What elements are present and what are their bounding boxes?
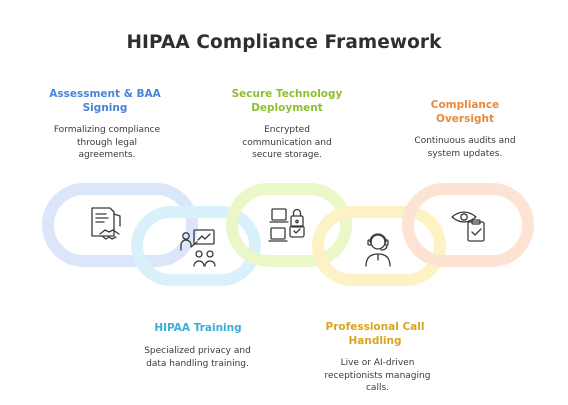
chain-link-1 [42, 183, 198, 267]
step-1-desc-line-2: through legal [77, 137, 137, 148]
step-1-description: Formalizing compliance through legal agr… [37, 124, 177, 162]
step-2-desc-line-1: Specialized privacy and [144, 346, 251, 356]
eye-checklist-icon [451, 211, 485, 242]
step-4-title-line-2: Handling [348, 335, 402, 347]
step-3-title-line-2: Deployment [251, 102, 323, 114]
step-4-title-line-1: Professional Call [325, 321, 425, 333]
chain-link-5 [402, 183, 534, 267]
presenter-audience-icon [180, 229, 216, 267]
step-1-desc-line-1: Formalizing compliance [53, 125, 161, 135]
step-4-desc-line-3: calls. [365, 383, 389, 393]
document-handshake-icon [91, 207, 121, 240]
step-1-title: Assessment & BAA Signing [30, 87, 180, 115]
step-4-desc-line-2: receptionists managing [324, 370, 431, 381]
step-4-desc-line-1: Live or AI-driven [340, 358, 415, 368]
step-5-title-line-1: Compliance [430, 99, 500, 111]
step-5-description: Continuous audits and system updates. [395, 135, 535, 160]
step-1-title-line-1: Assessment & BAA [49, 88, 161, 100]
step-5-desc-line-1: Continuous audits and [414, 136, 516, 146]
page-title: HIPAA Compliance Framework [126, 32, 442, 53]
step-3-desc-line-2: communication and [242, 137, 332, 148]
chain-link-4 [312, 206, 446, 286]
step-3-desc-line-3: secure storage. [252, 150, 322, 160]
step-4-title: Professional Call Handling [300, 320, 450, 348]
step-3-description: Encrypted communication and secure stora… [217, 124, 357, 162]
step-5-title-line-2: Oversight [436, 113, 494, 125]
secure-devices-icon [268, 208, 305, 242]
receptionist-headset-icon [365, 233, 391, 267]
step-1-title-line-2: Signing [82, 102, 128, 114]
step-2-description: Specialized privacy and data handling tr… [125, 345, 270, 370]
step-2-desc-line-2: data handling training. [146, 358, 249, 369]
step-2-title: HIPAA Training [123, 321, 273, 335]
step-3-title-line-1: Secure Technology [231, 88, 343, 100]
step-4-description: Live or AI-driven receptionists managing… [305, 357, 450, 395]
chain-link-3 [226, 183, 352, 267]
step-3-desc-line-1: Encrypted [264, 125, 310, 135]
step-1-desc-line-3: agreements. [78, 150, 136, 160]
step-2-title-line-1: HIPAA Training [154, 322, 242, 334]
step-3-title: Secure Technology Deployment [212, 87, 362, 115]
step-5-title: Compliance Oversight [390, 98, 540, 126]
chain-link-2 [131, 206, 261, 286]
step-5-desc-line-2: system updates. [427, 148, 503, 159]
